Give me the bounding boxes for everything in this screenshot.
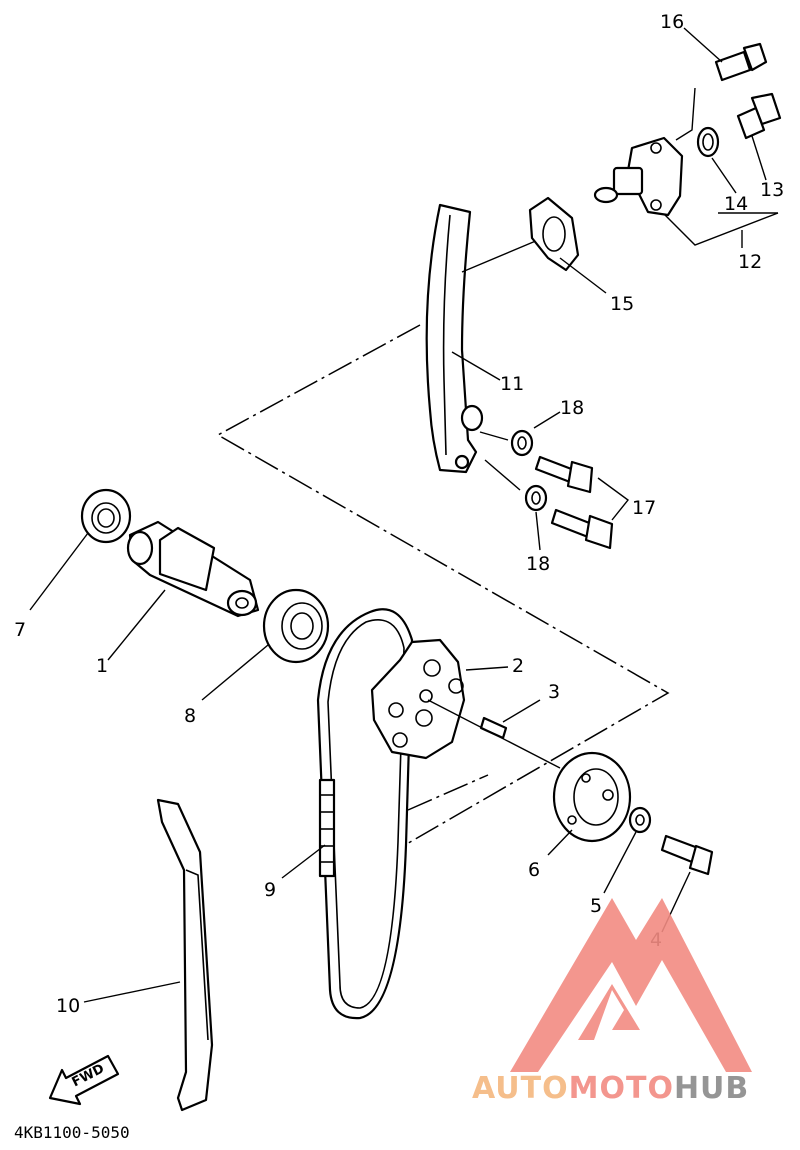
callout-2: 2 xyxy=(512,655,524,677)
callout-1: 1 xyxy=(96,655,108,677)
callout-6: 6 xyxy=(528,859,540,881)
callout-13: 13 xyxy=(760,179,784,201)
camshaft-bearing-large xyxy=(262,588,330,664)
chain-guide-tensioner xyxy=(425,203,551,474)
callout-18-bottom: 18 xyxy=(526,553,550,575)
callout-12: 12 xyxy=(738,251,762,273)
logo-word-moto: MOTO xyxy=(569,1071,674,1106)
decompressor-plate xyxy=(552,751,632,843)
callout-numbers: 1 2 3 4 5 6 7 8 9 10 11 12 13 14 15 16 1… xyxy=(14,11,784,1017)
callout-10: 10 xyxy=(56,995,80,1017)
camshaft-bearing-small xyxy=(80,488,132,544)
guide-washers xyxy=(479,429,548,512)
logo-inner-mark-icon xyxy=(578,984,640,1040)
callout-7: 7 xyxy=(14,619,26,641)
callout-11: 11 xyxy=(500,373,524,395)
tensioner-gasket xyxy=(528,196,580,272)
guide-bolts xyxy=(534,455,630,550)
camshaft xyxy=(126,520,260,618)
chain-tensioner-assembly xyxy=(593,136,779,246)
logo-word-hub: HUB xyxy=(674,1071,749,1106)
callout-15: 15 xyxy=(610,293,634,315)
watermark-logo: AUTOMOTOHUB xyxy=(472,898,752,1106)
forward-arrow-icon: FWD xyxy=(48,1054,120,1106)
logo-triangle-icon xyxy=(510,898,752,1072)
callout-14: 14 xyxy=(724,193,748,215)
logo-word-auto: AUTO xyxy=(472,1071,569,1106)
tensioner-bolt xyxy=(675,42,768,141)
chain-guide-exhaust xyxy=(156,798,214,1112)
sprocket-pin xyxy=(427,699,561,769)
logo-wordmark: AUTOMOTOHUB xyxy=(472,1071,749,1106)
callout-8: 8 xyxy=(184,705,196,727)
callout-5: 5 xyxy=(590,895,602,917)
sprocket-bolt xyxy=(660,834,714,876)
callout-leaders xyxy=(29,27,778,1003)
tensioner-cap-bolt xyxy=(736,92,782,140)
callout-16: 16 xyxy=(660,11,684,33)
callout-9: 9 xyxy=(264,879,276,901)
callout-3: 3 xyxy=(548,681,560,703)
tensioner-washer xyxy=(696,126,720,158)
assembly-dash-lines xyxy=(216,324,670,846)
callout-17: 17 xyxy=(632,497,656,519)
cam-sprocket xyxy=(370,638,466,760)
diagram-code: 4KB1100-5050 xyxy=(14,1123,130,1142)
sprocket-washer xyxy=(628,806,652,834)
callout-18-top: 18 xyxy=(560,397,584,419)
